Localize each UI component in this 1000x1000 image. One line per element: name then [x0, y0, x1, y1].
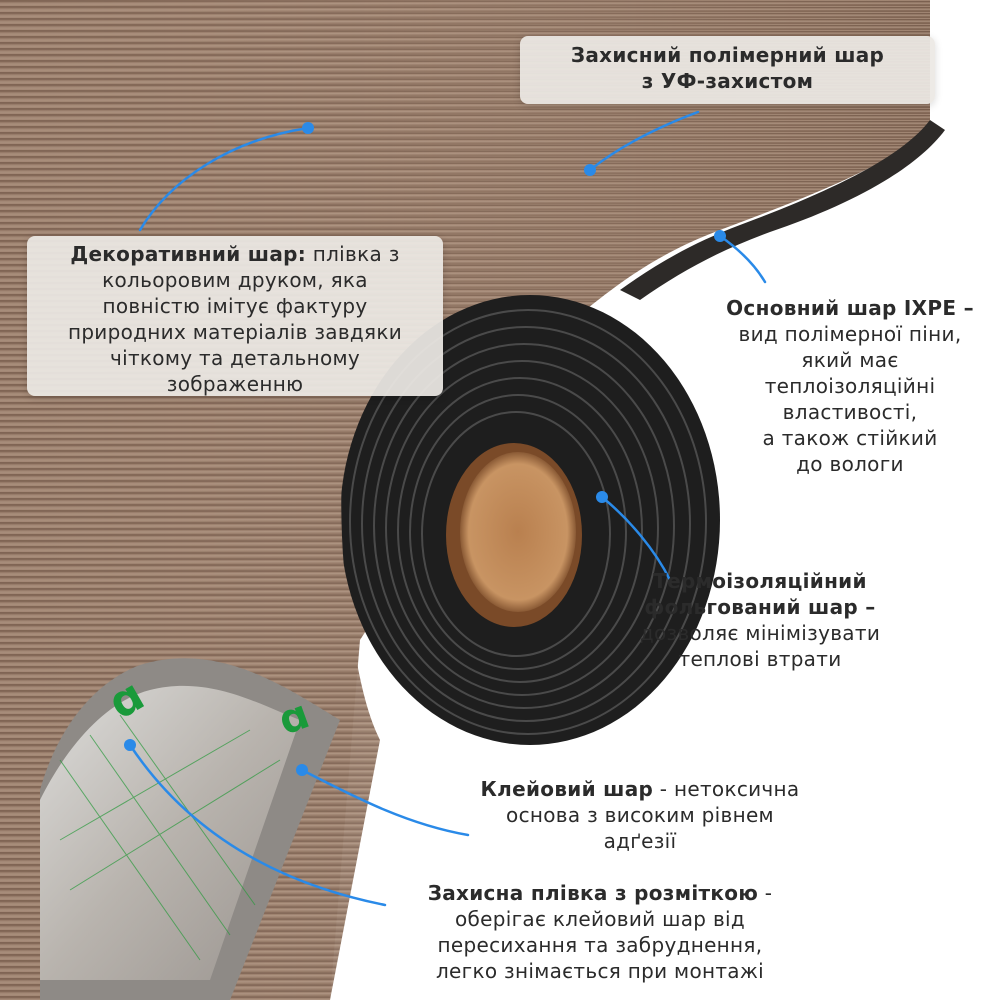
- decorative-layer-line-1: кольоровим друком, яка: [102, 268, 368, 292]
- ixpe-layer-title: Основний шар IXPE –: [726, 296, 974, 320]
- decorative-layer-line-3: природних матеріалів завдяки: [67, 320, 403, 344]
- pointer-decorative: [138, 126, 310, 232]
- adhesive-layer-line-2: адґезії: [603, 829, 677, 853]
- decorative-layer-title: Декоративний шар:: [70, 242, 307, 266]
- ixpe-layer-line-1: вид полімерної піни,: [738, 322, 962, 346]
- uv-layer-line-1: Захисний полімерний шар: [570, 43, 885, 67]
- ixpe-layer-label: Основний шар IXPE – вид полімерної піни,…: [710, 295, 990, 477]
- protective-film-line-2: пересихання та забруднення,: [437, 933, 763, 957]
- adhesive-layer-title-rest: - нетоксична: [653, 777, 800, 801]
- protective-film-title: Захисна плівка з розміткою: [427, 881, 759, 905]
- decorative-layer-line-2: повністю імітує фактуру: [102, 294, 368, 318]
- uv-layer-label: Захисний полімерний шар з УФ-захистом: [520, 42, 935, 94]
- roll: [340, 295, 720, 745]
- protective-film-title-rest: -: [758, 881, 773, 905]
- ixpe-layer-line-3: теплоізоляційні: [764, 374, 936, 398]
- ixpe-layer-line-2: який має: [801, 348, 899, 372]
- decorative-layer-line-4: чіткому та детальному: [109, 346, 361, 370]
- ixpe-layer-line-4: властивості,: [782, 400, 918, 424]
- protective-film-line-1: оберігає клейовий шар від: [454, 907, 746, 931]
- uv-layer-line-2: з УФ-захистом: [641, 69, 814, 93]
- dot-adhesive: [296, 764, 308, 776]
- pointer-ixpe: [718, 234, 767, 284]
- dot-uv: [584, 164, 596, 176]
- decorative-layer-first-rest: плівка з: [306, 242, 400, 266]
- pointer-adhesive: [300, 768, 470, 837]
- foil-layer-line-1: дозволяє мінімізувати: [639, 621, 881, 645]
- protective-film-label: Захисна плівка з розміткою - оберігає кл…: [400, 880, 800, 984]
- uv-layer-label-box: [520, 36, 935, 104]
- decorative-layer-label: Декоративний шар: плівка з кольоровим др…: [27, 241, 443, 397]
- dot-foil: [596, 491, 608, 503]
- decorative-layer-label-box: [27, 236, 443, 396]
- dot-protective: [124, 739, 136, 751]
- ixpe-layer-line-5: а також стійкий: [762, 426, 938, 450]
- protective-film-line-3: легко знімається при монтажі: [435, 959, 765, 983]
- foil-layer-title-1: Термоізоляційний: [653, 569, 867, 593]
- adhesive-layer-title: Клейовий шар: [480, 777, 654, 801]
- pointer-uv: [588, 110, 700, 172]
- dot-ixpe: [714, 230, 726, 242]
- foil-layer-label: Термоізоляційний фольгований шар – дозво…: [610, 568, 910, 672]
- pointer-lines: [128, 110, 767, 907]
- pointer-dots: [124, 122, 726, 776]
- pointer-protective: [128, 743, 387, 907]
- ixpe-layer-line-6: до вологи: [796, 452, 904, 476]
- dot-decorative: [302, 122, 314, 134]
- decorative-layer-line-5: зображенню: [166, 372, 304, 396]
- foil-layer-title-2: фольгований шар –: [644, 595, 876, 619]
- pointer-foil: [600, 495, 672, 582]
- adhesive-layer-label: Клейовий шар - нетоксична основа з висок…: [455, 776, 825, 854]
- adhesive-layer-line-1: основа з високим рівнем: [506, 803, 774, 827]
- sheet-edge: [620, 120, 945, 300]
- foil-layer-line-2: теплові втрати: [678, 647, 842, 671]
